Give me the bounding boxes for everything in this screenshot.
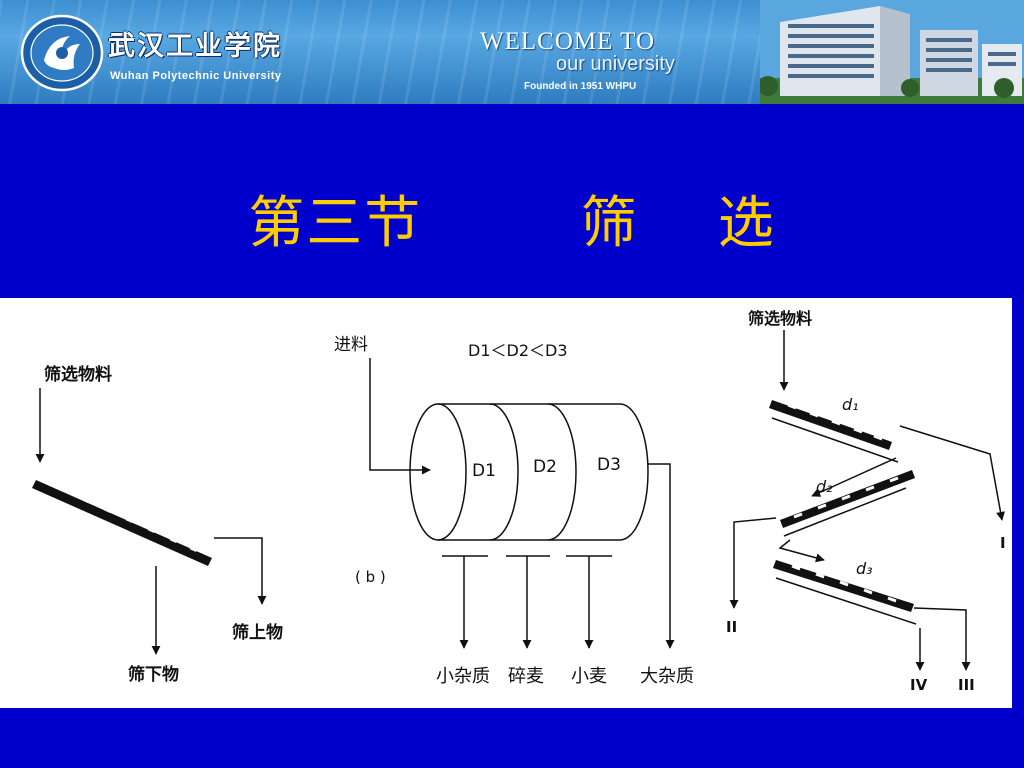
fig-a-screen-deck bbox=[32, 480, 212, 566]
drum-section-d3: D3 bbox=[597, 455, 621, 475]
fig-c-flow-zig-2 bbox=[778, 539, 825, 563]
drum-outline bbox=[438, 403, 649, 541]
figure-panel bbox=[0, 298, 1024, 708]
fig-c-flow-1 bbox=[899, 425, 1005, 521]
drum-divider-1 bbox=[489, 403, 519, 541]
fig-c-flow-3 bbox=[913, 607, 971, 671]
campus-building-image bbox=[760, 0, 1024, 104]
outlet-iv: IV bbox=[910, 676, 928, 694]
fig-c-flow-zig bbox=[811, 457, 897, 497]
drum-section-d2: D2 bbox=[533, 457, 557, 477]
fig-a-overs-arrow bbox=[214, 537, 267, 605]
fig-c-flow-2 bbox=[729, 517, 777, 609]
output-broken-wheat: 碎麦 bbox=[508, 666, 544, 687]
outlet-iii: III bbox=[958, 676, 975, 694]
fig-b-caption: ( b ) bbox=[355, 568, 386, 586]
fig-b-relation: D1＜D2＜D3 bbox=[468, 341, 568, 360]
drum-divider-2 bbox=[547, 403, 577, 541]
fig-b-feed-arrow bbox=[369, 358, 431, 475]
slide-title: 第三节 筛 选 bbox=[248, 191, 776, 256]
header-banner: 武汉工业学院 Wuhan Polytechnic University WELC… bbox=[0, 0, 1024, 104]
outlet-ii: II bbox=[726, 618, 737, 636]
outlet-i: I bbox=[1000, 534, 1006, 552]
deck-d1-label: d₁ bbox=[842, 395, 859, 414]
deck-d3-underpan bbox=[775, 577, 917, 625]
drum-end-cap bbox=[409, 403, 467, 541]
deck-d3-label: d₃ bbox=[856, 559, 873, 578]
deck-d2-underpan bbox=[783, 487, 907, 537]
our-university-text: our university bbox=[556, 53, 675, 75]
university-seal-icon bbox=[20, 14, 104, 92]
university-name-cn: 武汉工业学院 bbox=[108, 31, 282, 62]
fig-a-throughs-label: 筛下物 bbox=[128, 664, 179, 685]
welcome-text: WELCOME TO bbox=[480, 28, 656, 55]
fig-a-overs-label: 筛上物 bbox=[232, 622, 283, 643]
deck-d1-underpan bbox=[771, 417, 899, 463]
founded-text: Founded in 1951 WHPU bbox=[524, 81, 637, 92]
output-large-impurity: 大杂质 bbox=[640, 666, 694, 687]
output-small-impurity: 小杂质 bbox=[436, 666, 490, 687]
panel-edge bbox=[1012, 298, 1024, 708]
fig-b-feed-label: 进料 bbox=[334, 335, 368, 355]
arrow-large-impurity bbox=[648, 463, 675, 649]
deck-d1 bbox=[769, 400, 892, 450]
footer-bar bbox=[0, 708, 1024, 768]
figure-a-inclined-screen: 筛选物料 筛上物 筛下物 bbox=[32, 364, 283, 685]
output-wheat: 小麦 bbox=[571, 666, 607, 687]
university-name-en: Wuhan Polytechnic University bbox=[110, 70, 282, 82]
deck-d3 bbox=[773, 560, 914, 612]
fig-a-feed-label: 筛选物料 bbox=[44, 364, 112, 385]
figure-b-drum-screen: 进料 D1＜D2＜D3 D1 D2 D3 ( b ) 小杂质 碎麦 小麦 大杂质 bbox=[334, 335, 694, 687]
fig-c-feed-label: 筛选物料 bbox=[748, 309, 812, 328]
drum-section-d1: D1 bbox=[472, 461, 496, 481]
deck-d2 bbox=[780, 470, 915, 528]
deck-d2-label: d₂ bbox=[816, 477, 833, 496]
figure-c-multi-deck-screen: 筛选物料 d₁ d₂ bbox=[726, 309, 1006, 694]
